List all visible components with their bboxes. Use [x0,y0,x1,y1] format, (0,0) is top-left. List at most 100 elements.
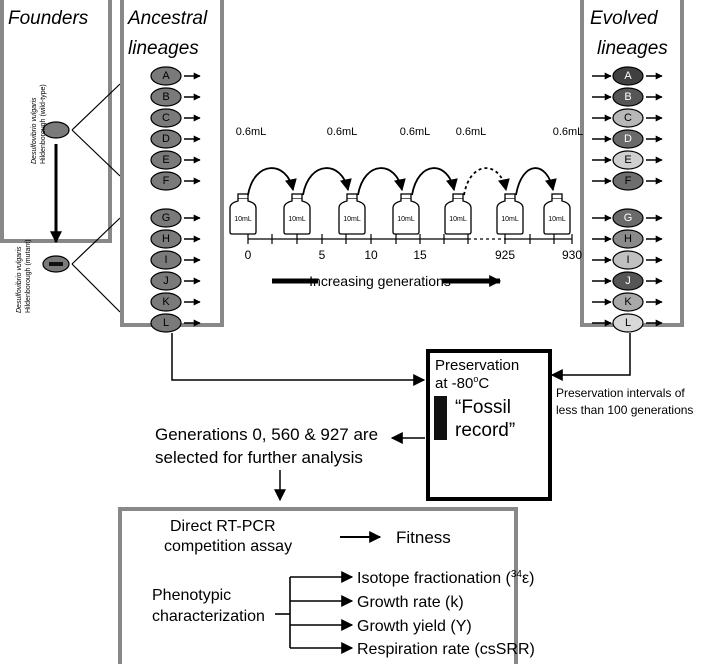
transfer-volume-label: 0.6mL [553,126,584,138]
transfer-volume-label: 0.6mL [236,126,267,138]
evolved-oval-e: E [592,150,663,170]
ancestral-letter-a: A [162,70,170,82]
preservation-flow-lines [171,333,631,502]
evolved-oval-b: B [592,87,663,107]
ancestral-header-line2: lineages [128,38,199,59]
ancestral-oval-j: J [150,271,201,291]
bottle-volume-label: 10mL [501,216,519,223]
transfer-arrow-4 [411,167,458,196]
transfer-volume-label: 0.6mL [400,126,431,138]
transfer-arrow-1 [247,167,297,196]
bottle-volume-label: 10mL [397,216,415,223]
culture-bottle-7: 10mL [543,193,571,235]
evolved-oval-f: F [592,171,663,191]
axis-tick-label: 15 [413,248,427,262]
axis-tick-label: 5 [319,248,326,262]
ancestral-letter-h: H [162,233,170,245]
evolved-letter-d: D [624,133,632,145]
ancestral-letter-k: K [162,296,170,308]
ancestral-letter-g: G [162,212,171,224]
phenotypic-label-line1: Phenotypic [152,587,231,604]
fossil-record-line1: “Fossil [455,397,511,418]
evolved-letter-e: E [624,154,631,166]
founders-panel: Founders Desulfovibrio vulgaris Hildenbo… [0,0,121,313]
axis-tick-label: 10 [364,248,378,262]
rtpcr-label-line2: competition assay [164,538,292,555]
evolved-letter-c: C [624,112,632,124]
generation-axis: 0 5 10 15 925 930 [245,234,582,262]
ancestral-oval-b: B [150,87,201,107]
evolved-letter-j: J [625,275,631,287]
evolved-letter-i: I [626,254,629,266]
culture-bottle-2: 10mL [283,193,311,235]
preservation-box: Preservation at -80oC “Fossil record” [426,349,552,501]
ancestral-oval-a: A [150,66,201,86]
evolved-oval-a: A [592,66,663,86]
transfer-arrow-2 [302,167,352,196]
evolved-letter-g: G [624,212,633,224]
fitness-label: Fitness [396,528,451,547]
culture-bottle-1: 10mL [229,193,257,235]
culture-bottle-3: 10mL [338,193,366,235]
ancestral-letter-c: C [162,112,170,124]
mutant-species-name: Desulfovibrio vulgaris [16,246,23,313]
ancestral-letter-b: B [162,91,169,103]
ancestral-letter-f: F [163,175,170,187]
evolved-letter-k: K [624,296,632,308]
selection-text-line2: selected for further analysis [155,448,363,467]
founders-header: Founders [8,8,89,29]
ancestral-header-line1: Ancestral [127,8,208,29]
growth-rate-label: Growth rate (k) [357,594,464,611]
ancestral-oval-i: I [150,250,201,270]
transfer-volume-label: 0.6mL [456,126,487,138]
growth-yield-label: Growth yield (Y) [357,618,472,635]
rtpcr-label-line1: Direct RT-PCR [170,518,276,535]
preservation-title: Preservation [435,357,519,374]
bottle-volume-label: 10mL [234,216,252,223]
evolved-oval-d: D [592,129,663,149]
preservation-note-line1: Preservation intervals of [556,386,685,400]
evolved-letter-h: H [624,233,632,245]
founder-fan-lines [71,83,121,313]
ancestral-oval-h: H [150,229,201,249]
ancestral-letter-l: L [163,317,169,329]
evolved-letter-l: L [625,317,631,329]
bottle-volume-label: 10mL [288,216,306,223]
isotope-fractionation-label: Isotope fractionation (34ε) [357,569,534,587]
ancestral-letter-i: I [164,254,167,266]
mutant-strain-label: Hildenborough (mutant) [25,239,32,313]
transfer-volume-label: 0.6mL [327,126,358,138]
increasing-generations-label: Increasing generations [309,273,451,289]
selection-text-line1: Generations 0, 560 & 927 are [155,425,378,444]
culture-bottle-5: 10mL [444,193,472,235]
axis-tick-label: 925 [495,248,515,262]
respiration-rate-label: Respiration rate (csSRR) [357,641,535,658]
evolved-oval-c: C [592,108,663,128]
phenotypic-label-line2: characterization [152,608,265,625]
axis-tick-label: 930 [562,248,582,262]
ancestral-oval-k: K [150,292,201,312]
freezer-tube-icon [434,396,447,440]
evolved-oval-h: H [592,229,663,249]
ancestral-letter-e: E [162,154,169,166]
evolved-letter-a: A [624,70,632,82]
ancestral-oval-c: C [150,108,201,128]
mutant-marker [49,262,63,266]
evolved-oval-l: L [592,313,663,333]
wildtype-species-name: Desulfovibrio vulgaris [31,97,38,164]
wildtype-founder-oval [42,121,70,139]
evolved-letter-b: B [624,91,631,103]
transfer-arrow-3 [357,167,406,196]
ancestral-oval-d: D [150,129,201,149]
preservation-temperature: at -80oC [435,374,489,392]
evolved-letter-f: F [625,175,632,187]
axis-tick-label: 0 [245,248,252,262]
phenotype-branch-lines [275,571,354,654]
evolved-oval-k: K [592,292,663,312]
ancestral-oval-l: L [150,313,201,333]
